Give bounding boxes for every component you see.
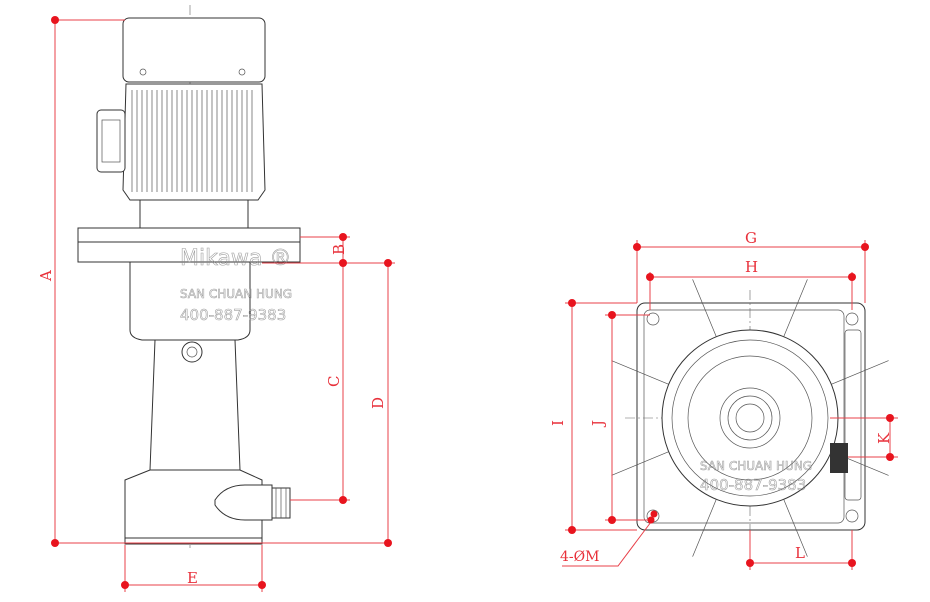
dimensions-side: A B C D E — [37, 16, 395, 592]
dim-label-d: D — [369, 397, 387, 409]
svg-text:SAN CHUAN HUNG: SAN CHUAN HUNG — [700, 459, 812, 473]
svg-text:400-887-9383: 400-887-9383 — [180, 306, 286, 324]
dim-label-i: I — [549, 420, 567, 426]
dim-label-b: B — [330, 244, 348, 255]
outlet-pipe — [214, 484, 273, 521]
dim-label-4-m-holes: 4-ØM — [560, 549, 599, 565]
svg-text:Mikawa ®: Mikawa ® — [180, 246, 291, 271]
watermark: Mikawa ® SAN CHUAN HUNG 400-887-9383 SAN… — [180, 246, 813, 495]
mounting-flange — [77, 227, 301, 243]
dim-label-j: J — [589, 420, 607, 428]
dim-label-h: H — [745, 258, 758, 276]
junction-box — [96, 109, 126, 173]
motor-body — [122, 83, 266, 201]
pump-top-view — [611, 279, 889, 557]
dim-label-g: G — [745, 229, 757, 247]
svg-text:400-887-9383: 400-887-9383 — [700, 476, 806, 494]
dim-label-k: K — [875, 432, 893, 444]
motor-cover — [122, 17, 266, 83]
pump-side-view — [77, 5, 301, 548]
svg-text:SAN CHUAN HUNG: SAN CHUAN HUNG — [180, 287, 292, 301]
dim-label-c: C — [325, 376, 343, 387]
dim-label-a: A — [37, 270, 55, 282]
dimensions-top: G H I J K L 4-ØM — [549, 229, 898, 570]
dim-label-l: L — [795, 544, 805, 562]
dim-label-e: E — [187, 569, 198, 587]
outlet-block — [830, 443, 848, 473]
